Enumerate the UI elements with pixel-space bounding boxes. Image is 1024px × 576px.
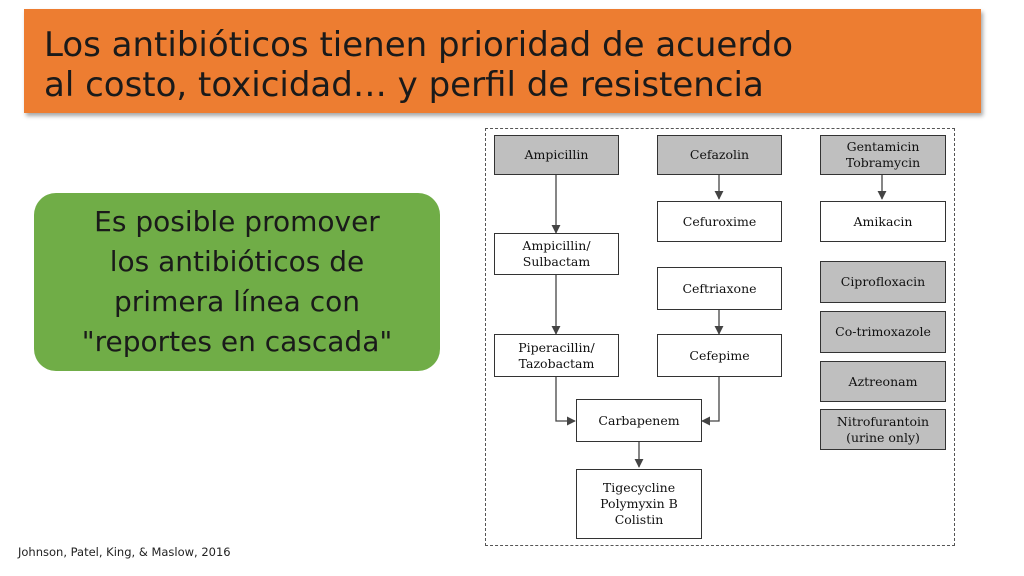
box-ciprofloxacin-line-1: Ciprofloxacin (840, 274, 926, 289)
box-cefazolin-line-1: Cefazolin (689, 147, 750, 162)
diagram-connectors (551, 175, 887, 468)
box-co-trimoxazole: Co-trimoxazole (820, 311, 946, 353)
title-line-2: al costo, toxicidad… y perfil de resiste… (44, 65, 764, 105)
box-nitrofurantoin-line-1: Nitrofurantoin (836, 413, 930, 429)
box-ampicillin-sulbactam-line-2: Sulbactam (522, 254, 591, 269)
title-banner: Los antibióticos tienen prioridad de acu… (24, 9, 981, 113)
box-last-line-line-2: Polymyxin B (600, 496, 678, 511)
box-ampicillin-sulbactam: Ampicillin/ Sulbactam (494, 233, 619, 275)
callout-line-1: Es posible promover (94, 205, 380, 238)
cascade-callout: Es posible promover los antibióticos de … (34, 193, 440, 371)
box-amikacin: Amikacin (820, 201, 946, 242)
box-carbapenem: Carbapenem (576, 399, 702, 442)
box-aztreonam: Aztreonam (820, 361, 946, 402)
box-gentamicin-tobramycin: Gentamicin Tobramycin (820, 135, 946, 175)
box-ciprofloxacin: Ciprofloxacin (820, 261, 946, 303)
box-piperacillin-tazobactam-line-1: Piperacillin/ (518, 339, 595, 355)
box-cefuroxime: Cefuroxime (657, 201, 782, 242)
box-carbapenem-line-1: Carbapenem (598, 412, 680, 428)
box-cefuroxime-line-1: Cefuroxime (682, 213, 757, 229)
box-gentamicin-tobramycin-line-1: Gentamicin (846, 139, 920, 154)
box-gentamicin-tobramycin-line-2: Tobramycin (845, 155, 921, 170)
box-cefepime-line-1: Cefepime (689, 347, 750, 363)
box-cefazolin: Cefazolin (657, 135, 782, 175)
box-ampicillin-sulbactam-line-1: Ampicillin/ (522, 238, 591, 253)
box-cefepime: Cefepime (657, 334, 782, 377)
box-nitrofurantoin: Nitrofurantoin (urine only) (820, 409, 946, 450)
box-last-line-line-1: Tigecycline (602, 480, 676, 495)
box-last-line-line-3: Colistin (614, 512, 664, 527)
callout-line-4: "reportes en cascada" (81, 325, 393, 358)
callout-line-3: primera línea con (114, 285, 360, 318)
box-ampicillin: Ampicillin (494, 135, 619, 175)
box-co-trimoxazole-line-1: Co-trimoxazole (835, 324, 931, 339)
box-nitrofurantoin-line-2: (urine only) (846, 429, 920, 445)
box-aztreonam-line-1: Aztreonam (848, 373, 918, 389)
box-piperacillin-tazobactam-line-2: Tazobactam (518, 355, 595, 371)
antibiotic-cascade-diagram: Ampicillin Ampicillin/ Sulbactam Piperac… (485, 128, 955, 546)
box-ceftriaxone-line-1: Ceftriaxone (682, 280, 757, 296)
citation: Johnson, Patel, King, & Maslow, 2016 (18, 545, 231, 559)
box-piperacillin-tazobactam: Piperacillin/ Tazobactam (494, 334, 619, 377)
box-amikacin-line-1: Amikacin (853, 213, 913, 229)
box-last-line-agents: Tigecycline Polymyxin B Colistin (576, 469, 702, 539)
arrow-cefepime-to-carbapenem (701, 377, 720, 426)
callout-line-2: los antibióticos de (109, 245, 365, 278)
box-ampicillin-line-1: Ampicillin (524, 147, 589, 162)
title-line-1: Los antibióticos tienen prioridad de acu… (44, 25, 794, 65)
box-ceftriaxone: Ceftriaxone (657, 267, 782, 310)
arrow-piperacillin-to-carbapenem (555, 377, 576, 426)
